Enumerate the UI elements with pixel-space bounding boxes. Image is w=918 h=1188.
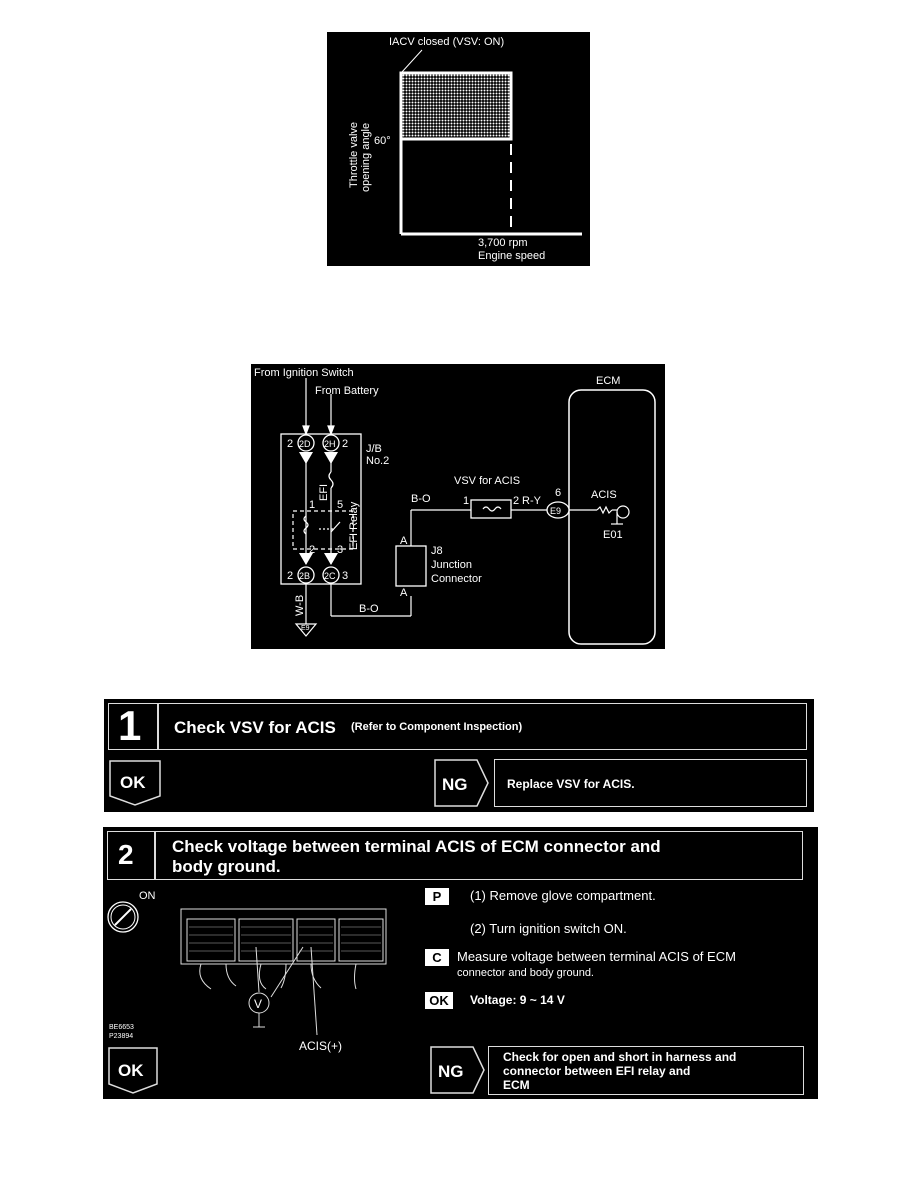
wire-bo-top: B-O <box>411 493 431 505</box>
pin-label: 2 <box>342 438 348 450</box>
ok-chip: OK <box>425 992 453 1009</box>
step1-ok-label: OK <box>120 773 146 792</box>
voltage-spec: Voltage: 9 ~ 14 V <box>470 993 565 1007</box>
pin-label: A <box>400 535 408 547</box>
step2-title-1: Check voltage between terminal ACIS of E… <box>172 837 661 856</box>
wire-bo-bottom: B-O <box>359 603 379 615</box>
jb-label: J/B <box>366 443 382 455</box>
step2-ok-badge[interactable]: OK <box>108 1047 160 1095</box>
ecm-pin-6: 6 <box>555 487 561 499</box>
c-instruction-1: Measure voltage between terminal ACIS of… <box>457 949 736 964</box>
p-step-2: (2) Turn ignition switch ON. <box>470 921 627 936</box>
pin-label: A <box>400 587 408 599</box>
ecm-connector-illustration: V <box>180 908 387 1036</box>
y-label-2: opening angle <box>360 123 372 192</box>
c-chip: C <box>425 949 449 966</box>
ignition-key-icon: ON <box>107 890 156 933</box>
step1-panel: 1 Check VSV for ACIS (Refer to Component… <box>104 699 814 812</box>
pin-label: 1 <box>463 495 469 507</box>
acis-plus-label: ACIS(+) <box>299 1039 343 1053</box>
p-step-1: (1) Remove glove compartment. <box>470 888 656 903</box>
x-tick-3700: 3,700 rpm <box>478 237 528 249</box>
pin-label: 3 <box>342 570 348 582</box>
wire-ry: R-Y <box>522 495 542 507</box>
step2-ng-box: Check for open and short in harness and … <box>488 1046 804 1095</box>
wire-wb: W-B <box>294 595 306 616</box>
step1-title: Check VSV for ACIS <box>174 718 336 737</box>
efi-relay-label: EFI Relay <box>348 501 360 550</box>
ng-line-3: ECM <box>503 1078 530 1092</box>
y-label-1: Throttle valve <box>348 122 360 188</box>
step1-ng-badge[interactable]: NG <box>434 759 490 807</box>
step2-title-2: body ground. <box>172 857 281 876</box>
e01-label: E01 <box>603 529 623 541</box>
from-battery-label: From Battery <box>315 385 379 397</box>
pin-label: 3 <box>337 544 343 556</box>
pin-label: 5 <box>337 499 343 511</box>
ecm-title: ECM <box>596 375 620 387</box>
graph-svg: IACV closed (VSV: ON) 60° Throttle valve… <box>348 36 582 262</box>
j8-label-3: Connector <box>431 573 482 585</box>
step2-panel: 2 Check voltage between terminal ACIS of… <box>103 827 818 1099</box>
efi-fuse-label: EFI <box>318 484 330 501</box>
code-p23894: P23894 <box>109 1033 134 1040</box>
step1-ng-label: NG <box>442 775 468 794</box>
pin-label: 1 <box>309 499 315 511</box>
step2-ng-badge[interactable]: NG <box>430 1046 486 1094</box>
step2-ok-label: OK <box>118 1061 144 1080</box>
code-be6653: BE6653 <box>109 1024 134 1031</box>
step1-number: 1 <box>118 702 142 749</box>
conn-2d: 2D <box>299 439 311 449</box>
step1-ng-box: Replace VSV for ACIS. <box>494 759 807 807</box>
pin-label: 2 <box>287 438 293 450</box>
wiring-diagram: From Ignition Switch From Battery ECM J/… <box>251 364 665 649</box>
conn-2h: 2H <box>324 439 336 449</box>
step1-reference: (Refer to Component Inspection) <box>351 721 523 733</box>
step1-ok-badge[interactable]: OK <box>109 760 163 806</box>
pin-label: 2 <box>287 570 293 582</box>
from-ignition-label: From Ignition Switch <box>254 367 354 379</box>
j8-label-2: Junction <box>431 559 472 571</box>
pin-label: 2 <box>513 495 519 507</box>
vsv-label: VSV for ACIS <box>454 475 520 487</box>
jb-label-2: No.2 <box>366 455 389 467</box>
conn-2b: 2B <box>299 571 310 581</box>
ng-line-1: Check for open and short in harness and <box>503 1050 737 1064</box>
throttle-graph: IACV closed (VSV: ON) 60° Throttle valve… <box>327 32 590 266</box>
ecm-conn-e9: E9 <box>550 506 561 516</box>
ng-line-2: connector between EFI relay and <box>503 1064 691 1078</box>
on-label: ON <box>139 890 156 902</box>
wiring-svg: From Ignition Switch From Battery ECM J/… <box>254 367 656 645</box>
meter-v-label: V <box>254 997 262 1011</box>
j8-label: J8 <box>431 545 443 557</box>
pin-label: 2 <box>309 544 315 556</box>
p-chip: P <box>425 888 449 905</box>
annotation-leader <box>401 49 423 73</box>
x-label: Engine speed <box>478 250 545 262</box>
step1-ng-action: Replace VSV for ACIS. <box>507 777 635 791</box>
iacv-closed-region <box>399 71 513 141</box>
step2-number: 2 <box>118 839 134 870</box>
graph-annotation: IACV closed (VSV: ON) <box>389 36 504 48</box>
c-instruction-2: connector and body ground. <box>457 967 594 979</box>
acis-label: ACIS <box>591 489 617 501</box>
y-tick-60: 60° <box>374 135 391 147</box>
step2-ng-label: NG <box>438 1062 464 1081</box>
conn-2c: 2C <box>324 571 336 581</box>
ground-code: E9 <box>301 625 310 632</box>
